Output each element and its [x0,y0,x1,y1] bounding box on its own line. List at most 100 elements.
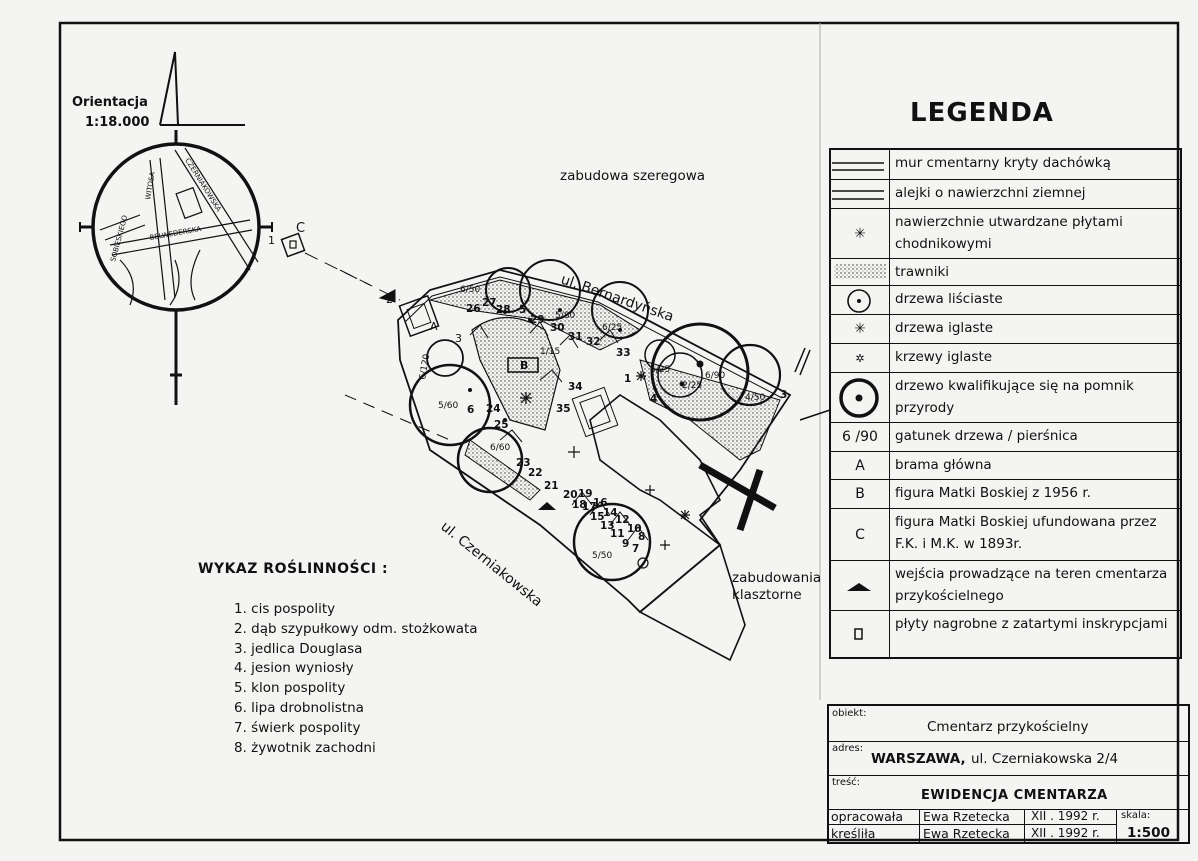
legend-row: ✲krzewy iglaste [831,344,1180,373]
conifer-tree-icon: ✳ [831,315,890,343]
svg-text:1/15: 1/15 [540,347,560,357]
legend-row: drzewo kwalifikujące się na pomnik przyr… [831,373,1180,423]
plant-list-title: WYKAZ ROŚLINNOŚCI : [198,561,389,577]
tree-number-labels: 26 27 28 5 29 30 31 32 33 34 35 24 6 25 … [466,297,787,555]
svg-text:18: 18 [572,499,587,511]
orientation-title: Orientacja [72,95,148,110]
paving-icon: ✳ [831,209,890,258]
svg-text:25: 25 [494,419,509,431]
svg-text:31: 31 [568,331,583,343]
svg-text:32: 32 [586,336,601,348]
label-zabudowa-szeregowa: zabudowa szeregowa [560,168,705,184]
svg-text:33: 33 [616,347,631,359]
figure-c-marker: C 1 [268,221,371,286]
svg-text:29: 29 [530,314,545,326]
svg-text:3: 3 [780,389,787,401]
plant-item: 2. dąb szypułkowy odm. stożkowata [234,620,478,637]
monument-tree-icon [831,373,890,422]
svg-text:6/120: 6/120 [418,353,432,381]
label-ul-czerniakowska: ul. Czerniakowska [437,519,545,610]
svg-text:8: 8 [638,531,645,543]
legend-symbols [832,162,886,640]
svg-text:C: C [296,221,305,236]
svg-text:5: 5 [519,304,526,316]
svg-text:13: 13 [600,520,615,532]
north-arrow-icon [159,51,179,126]
entrance-icon [831,561,890,610]
svg-text:10: 10 [627,523,642,535]
svg-text:17: 17 [582,501,597,513]
svg-text:35: 35 [556,403,571,415]
plant-item: 1. cis pospolity [234,601,336,617]
svg-text:6/90: 6/90 [705,371,725,381]
svg-text:4: 4 [650,393,657,405]
sheet-border [58,21,1180,842]
species-code-symbol: 6 /90 [831,423,890,451]
svg-text:22: 22 [528,467,543,479]
orientation-scale: 1:18.000 [85,115,149,130]
svg-text:B: B [520,359,528,372]
svg-text:19: 19 [578,488,593,500]
svg-text:28: 28 [496,304,511,316]
svg-text:7: 7 [632,543,639,555]
legend-row: wejścia prowadzące na teren cmentarza pr… [831,561,1180,611]
content-value: EWIDENCJA CMENTARZA [921,788,1108,803]
svg-text:2: 2 [386,293,393,306]
legend-row: drzewa liściaste [831,286,1180,315]
plant-item: 6. lipa drobnolistna [234,699,364,716]
svg-text:21: 21 [544,480,559,492]
legend-row: trawniki [831,259,1180,286]
conifer-shrub-icon: ✲ [831,344,890,372]
plant-item: 5. klon pospolity [234,680,346,697]
legend-row: alejki o nawierzchni ziemnej [831,180,1180,209]
svg-text:5/80: 5/80 [555,311,575,321]
svg-text:15: 15 [590,511,605,523]
legend-title: LEGENDA [910,98,1054,128]
svg-text:6: 6 [467,404,474,416]
svg-text:A: A [430,320,438,333]
deciduous-tree-icon [831,286,890,314]
legend-row: ✳drzewa iglaste [831,315,1180,344]
object-row: obiekt: Cmentarz przykościelny [829,706,1188,742]
svg-text:11: 11 [610,528,625,540]
orientation-inset: Orientacja 1:18.000 SOBIESKIEGO [72,51,273,405]
svg-text:SOBIESKIEGO: SOBIESKIEGO [109,214,129,263]
label-klasztorne: klasztorne [732,587,802,603]
wall-symbol [831,150,890,179]
svg-text:26: 26 [466,303,481,315]
legend-row: płyty nagrobne z zatartymi inskrypcjami [831,611,1180,657]
svg-text:27: 27 [482,297,497,309]
plant-item: 7. świerk pospolity [234,719,361,736]
object-value: Cmentarz przykościelny [927,719,1089,735]
svg-text:20: 20 [563,489,578,501]
svg-text:2/25: 2/25 [682,381,702,391]
svg-text:4/50: 4/50 [745,393,765,403]
address-street: ul. Czerniakowska 2/4 [971,751,1119,767]
svg-text:9: 9 [622,538,629,550]
scale-value: 1:500 [1127,825,1170,841]
legend-table: mur cmentarny kryty dachówką alejki o na… [829,148,1182,659]
label-zabudowania: zabudowania [732,570,821,586]
path-symbol [831,180,890,208]
svg-text:30: 30 [550,322,565,334]
figure-c-symbol: C [831,509,890,560]
plant-item: 3. jedlica Douglasa [234,640,363,657]
title-block: obiekt: Cmentarz przykościelny adres: WA… [827,704,1190,844]
author-rows: opracowała Ewa Rzetecka XII . 1992 r. kr… [829,809,1170,842]
svg-text:6/25: 6/25 [650,365,670,375]
gravestone-icon [831,611,890,657]
tree-species-labels: 6/50 6/25 5/80 6/25 6/90 4/50 6/120 5/60… [418,285,765,561]
legend-row: ✳nawierzchnie utwardzane płytami chodnik… [831,209,1180,259]
content-row: treść: EWIDENCJA CMENTARZA [829,775,1188,810]
svg-text:1: 1 [624,373,631,385]
cemetery-plan [339,259,831,662]
address-city: WARSZAWA, [871,751,966,767]
svg-text:24: 24 [486,403,501,415]
plant-item: 8. żywotnik zachodni [234,739,376,756]
address-row: adres: WARSZAWA, ul. Czerniakowska 2/4 [829,741,1188,776]
svg-text:6/50: 6/50 [460,285,480,295]
